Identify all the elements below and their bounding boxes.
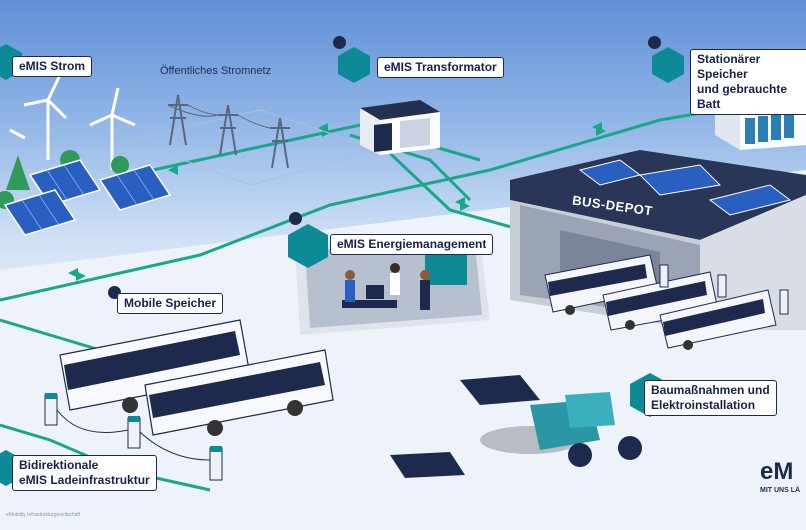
label-emis-energiemanagement: eMIS Energiemanagement: [330, 234, 494, 255]
emis-tagline: MIT UNS LÄ: [760, 487, 801, 494]
bus-chargers: [44, 393, 223, 481]
footer-credit: eMobility Infrastrukturgesellschaft: [6, 512, 81, 518]
solar-panels: [3, 159, 172, 236]
depot-chargers: [659, 264, 789, 315]
pylons: [167, 94, 290, 169]
flow-arrows: [68, 122, 606, 281]
wind-turbines: [9, 74, 136, 170]
mobile-storage-buses: [59, 319, 334, 436]
wifi-icon: [648, 36, 661, 49]
label-emis-transformator: eMIS Transformator: [377, 57, 504, 78]
transformator-icon: [338, 47, 370, 83]
emis-logo: eM: [760, 458, 793, 486]
label-emis-strom: eMIS Strom: [12, 56, 93, 77]
label-bidirektionale-line1: Bidirektionale: [19, 458, 99, 472]
label-mobile-speicher: Mobile Speicher: [117, 293, 224, 314]
construction-site: [390, 375, 642, 478]
transformator-building: [360, 100, 440, 155]
label-bidirektionale-ladeinfrastruktur: Bidirektionale eMIS Ladeinfrastruktur: [12, 455, 157, 491]
emis-logo-mark: eM: [760, 458, 794, 485]
label-stationaerer-speicher: Stationärer Speicher und gebrauchte Batt: [690, 49, 806, 115]
label-bidirektionale-line2: eMIS Ladeinfrastruktur: [19, 473, 150, 487]
label-oeffentliches-stromnetz: Öffentliches Stromnetz: [160, 65, 272, 77]
label-stationaerer-speicher-line2: und gebrauchte Batt: [697, 82, 788, 111]
label-baumassnahmen-line1: Baumaßnahmen und: [651, 383, 770, 397]
energiemanagement-room: [295, 240, 490, 335]
label-baumassnahmen-line2: Elektroinstallation: [651, 398, 756, 412]
wifi-icon: [289, 212, 302, 225]
label-baumassnahmen: Baumaßnahmen und Elektroinstallation: [644, 380, 777, 416]
label-stationaerer-speicher-line1: Stationärer Speicher: [697, 52, 761, 81]
wifi-icon: [333, 36, 346, 49]
depot-buses: [544, 254, 777, 350]
